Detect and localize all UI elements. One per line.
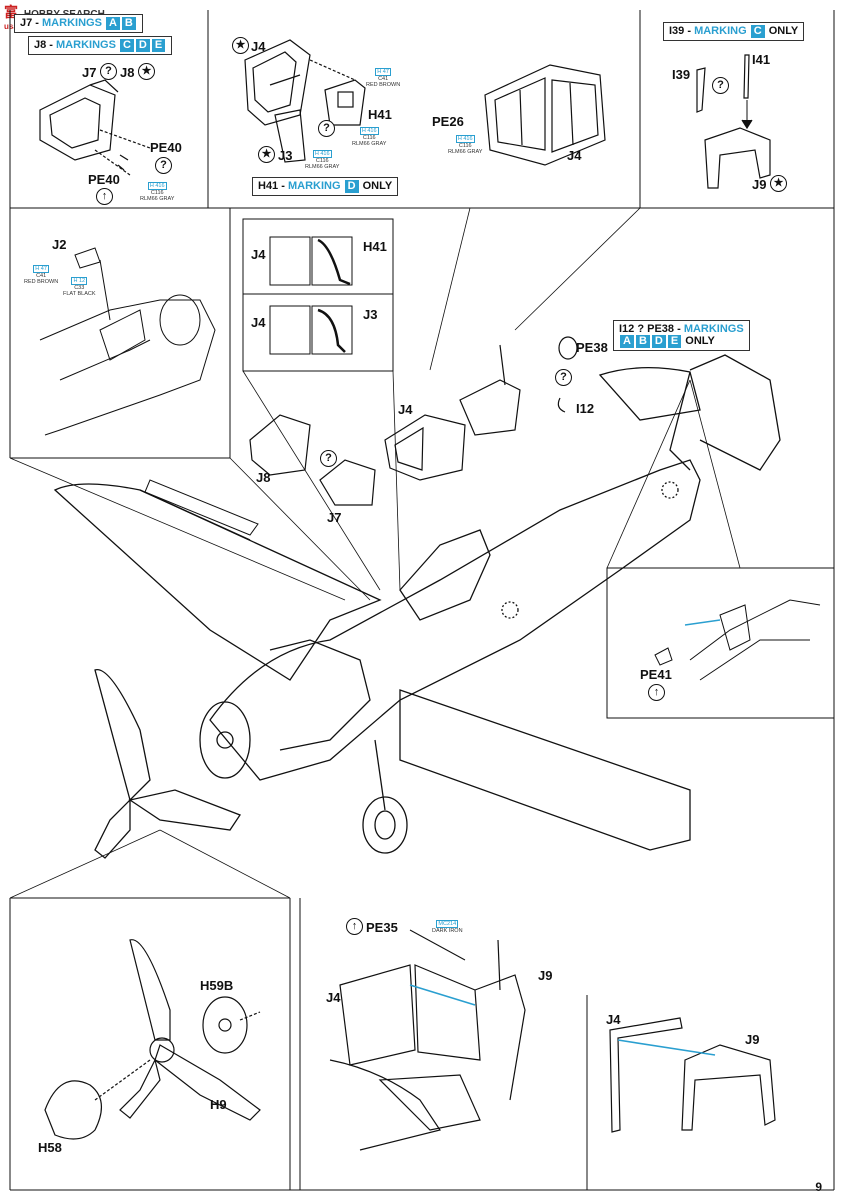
star-icon: ★	[770, 175, 787, 192]
part-label-j8: J8	[120, 65, 135, 80]
part-label-pe35: PE35	[366, 920, 398, 935]
marking-i12-word: MARKINGS	[683, 323, 744, 335]
part-label-j4-detail: J4	[606, 1012, 621, 1027]
part-label-j3: J3	[278, 148, 293, 163]
part-label-i12: I12	[576, 401, 595, 416]
marking-i39-word: MARKING	[694, 25, 747, 37]
marking-i39-suffix: ONLY	[768, 25, 799, 37]
question-icon: ?	[320, 450, 337, 467]
marking-letter: B	[635, 335, 650, 348]
part-label-j7: J7	[82, 65, 97, 80]
marking-j7-prefix: J7 -	[20, 17, 43, 29]
part-label-h41-inset: H41	[363, 239, 387, 254]
marking-letter: A	[620, 335, 634, 348]
marking-j7-word: MARKINGS	[42, 17, 102, 29]
marking-h41: H41 - MARKING D ONLY	[252, 177, 399, 196]
part-label-j4: J4	[251, 39, 266, 54]
question-icon: ?	[100, 63, 117, 80]
marking-letter: C	[750, 25, 765, 38]
page-number: 9	[815, 1180, 822, 1194]
star-icon: ★	[258, 146, 275, 163]
part-label-i39: I39	[672, 67, 691, 82]
marking-i12-prefix: I12 ? PE38 -	[619, 323, 684, 335]
question-icon: ?	[155, 157, 172, 174]
star-icon: ★	[232, 37, 249, 54]
marking-j8-prefix: J8 -	[34, 39, 57, 51]
part-label-pe26: PE26	[432, 114, 464, 129]
marking-h41-prefix: H41 -	[258, 180, 288, 192]
marking-h41-word: MARKING	[287, 180, 341, 192]
part-label-h59b: H59B	[200, 978, 234, 993]
arrow-up-icon: ↑	[648, 684, 665, 701]
marking-letter: A	[105, 17, 120, 30]
marking-letter: B	[121, 17, 136, 30]
part-label-h58: H58	[38, 1140, 62, 1155]
part-label-j9: J9	[752, 177, 767, 192]
marking-j8-word: MARKINGS	[56, 39, 116, 51]
marking-letter: D	[344, 180, 359, 193]
marking-i39-prefix: I39 -	[669, 25, 695, 37]
part-label-j7-main: J7	[327, 510, 342, 525]
part-label-j3-inset: J3	[363, 307, 378, 322]
arrow-up-icon: ↑	[96, 188, 113, 205]
question-icon: ?	[318, 120, 335, 137]
part-label-j4-main: J4	[398, 402, 413, 417]
question-icon: ?	[555, 369, 572, 386]
part-label-h41: H41	[368, 107, 392, 122]
marking-letter: D	[135, 39, 150, 52]
part-label-j2: J2	[52, 237, 67, 252]
part-label-j9-bottom: J9	[538, 968, 553, 983]
marking-letter: D	[651, 335, 666, 348]
question-icon: ?	[712, 77, 729, 94]
marking-letter: C	[119, 39, 134, 52]
part-label-j4-frame: J4	[567, 148, 582, 163]
part-label-pe40: PE40	[150, 140, 182, 155]
part-label-h9: H9	[210, 1097, 227, 1112]
part-label-pe38: PE38	[576, 340, 608, 355]
part-label-pe40-alt: PE40	[88, 172, 120, 187]
part-label-j4-inset-b: J4	[251, 315, 266, 330]
part-label-j4-inset-a: J4	[251, 247, 266, 262]
marking-i12-suffix: ONLY	[685, 335, 715, 347]
part-label-pe41: PE41	[640, 667, 672, 682]
arrow-up-icon: ↑	[346, 918, 363, 935]
star-icon: ★	[138, 63, 155, 80]
part-label-j4-bottom: J4	[326, 990, 341, 1005]
marking-letter: E	[667, 335, 682, 348]
marking-letter: E	[151, 39, 166, 52]
part-label-i41: I41	[752, 52, 771, 67]
marking-i39: I39 - MARKING C ONLY	[663, 22, 805, 41]
part-label-j8-main: J8	[256, 470, 271, 485]
part-label-j9-detail: J9	[745, 1032, 760, 1047]
marking-h41-suffix: ONLY	[362, 180, 393, 192]
